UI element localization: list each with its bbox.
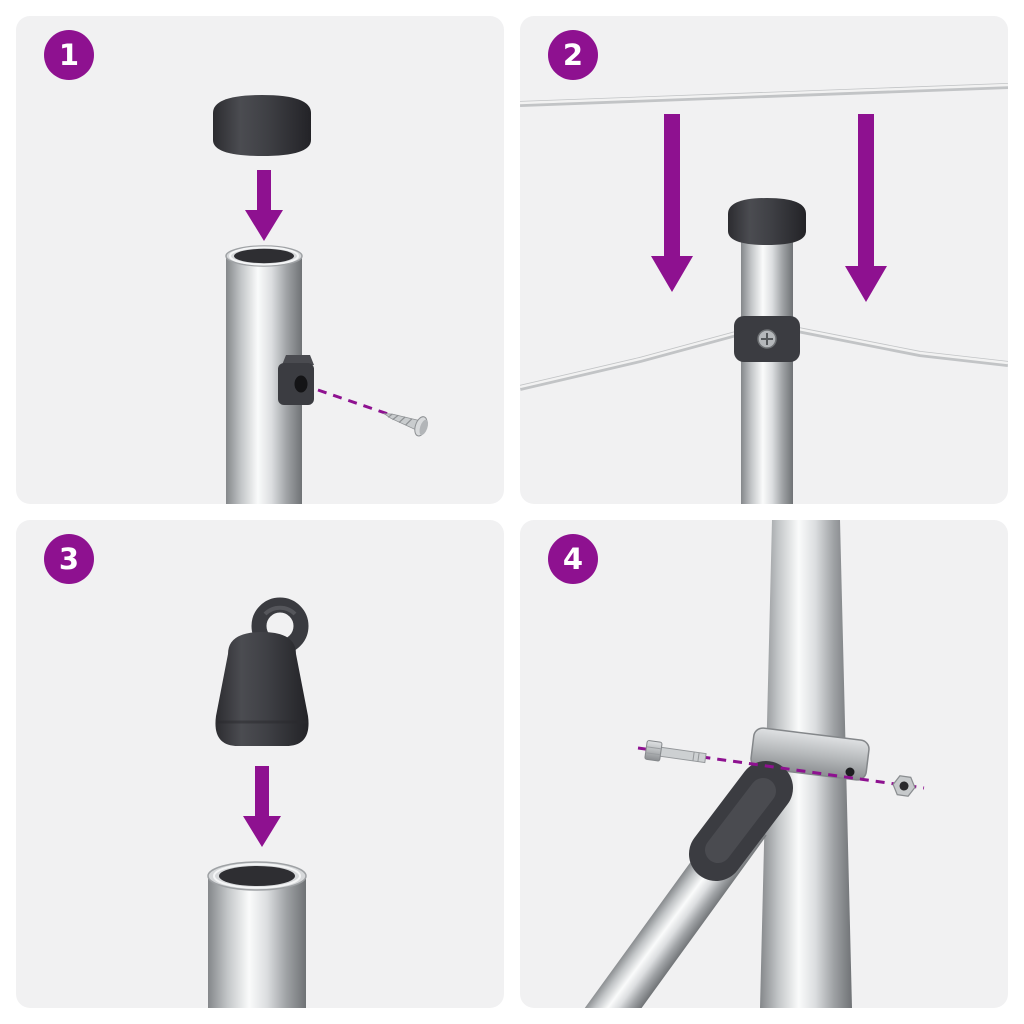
step-3-illustration [207, 597, 309, 1008]
post-body [741, 226, 793, 504]
wire-bracket-tab [282, 355, 314, 365]
arrow-down-icon-left [651, 114, 693, 292]
arrow-down-icon-right [845, 114, 887, 302]
bolt [644, 740, 707, 764]
clamp-band-hole [845, 767, 855, 777]
step-panel-4: 4 [520, 520, 1008, 1008]
step-panel-3: 3 [16, 520, 504, 1008]
bolt-head [644, 740, 663, 762]
nut [892, 775, 916, 797]
wire-clamp [734, 316, 800, 362]
wire-clamp-screw-slot [761, 333, 773, 345]
arrow-down-icon [243, 766, 281, 847]
post-cap-body [728, 198, 806, 245]
nut-hole [899, 781, 909, 791]
step-number-3: 3 [58, 541, 80, 576]
step-number-badge-2: 2 [548, 30, 598, 80]
post-cap [728, 198, 806, 245]
lower-tension-wire [520, 327, 1008, 391]
wire-bracket [278, 355, 314, 405]
screw [382, 413, 429, 437]
screw-shaft [382, 413, 421, 431]
step-number-2: 2 [562, 37, 584, 72]
brace-connector-sheen [705, 778, 776, 863]
wire-bracket-hole [294, 375, 308, 393]
step-number-badge-3: 3 [44, 534, 94, 584]
eyelet-cap [215, 597, 309, 746]
upper-wire-highlight [520, 83, 1008, 105]
post-rim-highlight [213, 863, 301, 889]
step-panel-1: 1 [16, 16, 504, 504]
upper-tension-wire [520, 83, 1008, 107]
post [207, 861, 307, 1008]
brace-connector [689, 761, 793, 881]
post-rim-highlight [229, 246, 299, 266]
post-opening [219, 866, 295, 886]
step-number-4: 4 [562, 541, 584, 576]
step-number-badge-4: 4 [548, 534, 598, 584]
screw-head-face [419, 419, 429, 435]
post-cap [213, 95, 311, 156]
step-panel-2: 2 [520, 16, 1008, 504]
bolt-threads [692, 751, 700, 762]
assembly-guide-line [317, 388, 389, 416]
post-body [208, 876, 306, 1008]
post [741, 226, 793, 504]
arrow-down-icon [245, 170, 283, 241]
step-4-illustration [584, 520, 925, 1008]
post-opening [234, 248, 294, 264]
step-number-1: 1 [58, 37, 80, 72]
eyelet-cap-body [215, 632, 309, 746]
step-2-illustration [520, 83, 1008, 504]
eyelet-ring-highlight [263, 605, 297, 616]
screw-threads [387, 413, 413, 426]
lower-wire-left-highlight [520, 331, 737, 389]
lower-wire-right-highlight [797, 327, 1008, 365]
bolt-head-facets [645, 746, 662, 756]
step-1-illustration [213, 95, 429, 504]
post-cap-body [213, 95, 311, 156]
step-number-badge-1: 1 [44, 30, 94, 80]
